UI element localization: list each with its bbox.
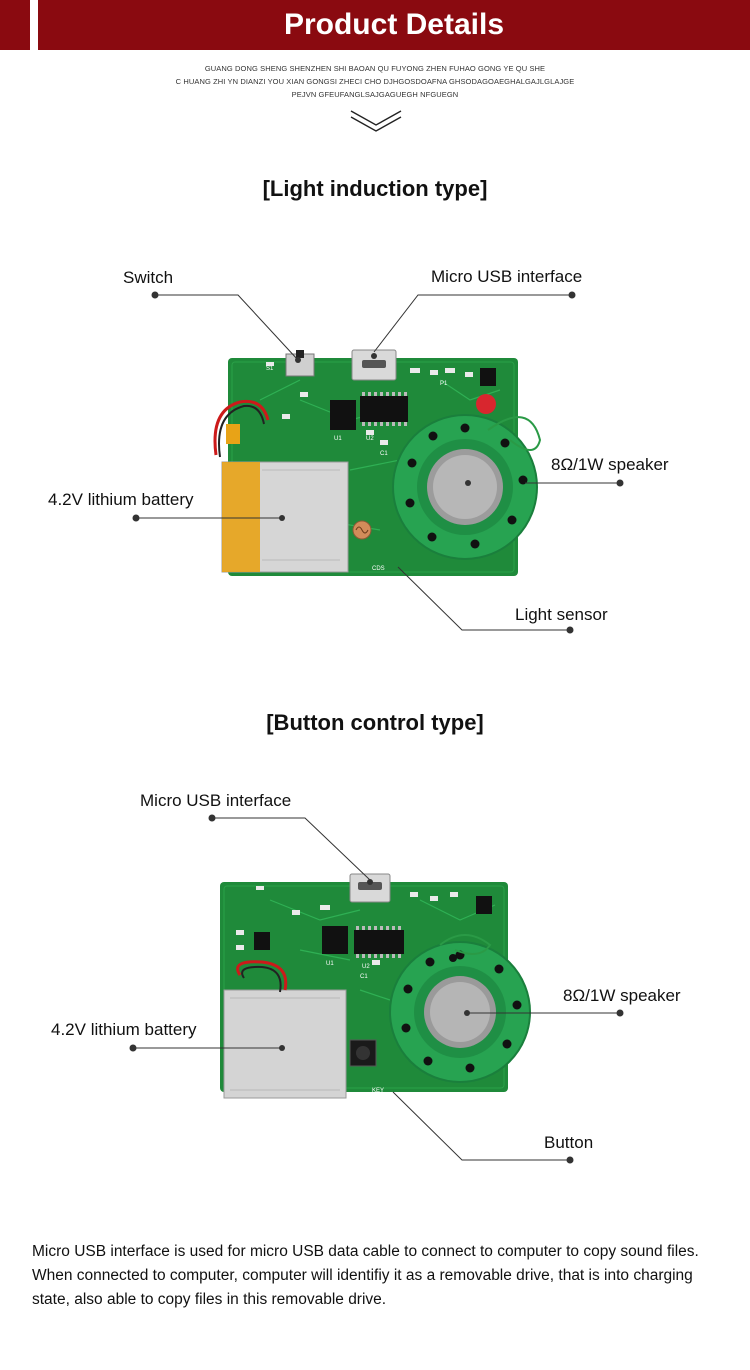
address-line-2: C HUANG ZHI YN DIANZI YOU XIAN GONGSI ZH… bbox=[175, 77, 575, 86]
board-marking-p1: P1 bbox=[440, 381, 448, 387]
board-marking-u1-b: U1 bbox=[326, 961, 334, 967]
board-marking-u2-b: U2 bbox=[362, 964, 370, 970]
battery-1 bbox=[221, 461, 349, 573]
address-line-3: PEJVN GFEUFANGLSAJGAGUEGH NFGUEGN bbox=[291, 90, 459, 99]
board-marking-key: KEY bbox=[372, 1088, 384, 1094]
speaker-1 bbox=[392, 414, 542, 560]
board-marking-cds: CDS bbox=[372, 566, 385, 572]
board-marking-c1: C1 bbox=[380, 451, 388, 457]
battery-2 bbox=[223, 989, 347, 1099]
label-speaker-2: 8Ω/1W speaker bbox=[563, 986, 681, 1005]
label-micro-usb-2: Micro USB interface bbox=[140, 791, 292, 810]
label-button: Button bbox=[544, 1133, 594, 1152]
page-title: Product Details bbox=[283, 8, 505, 41]
speaker-2 bbox=[389, 934, 531, 1083]
board-marking-c1-b: C1 bbox=[360, 974, 368, 980]
section-title-button-control: [Button control type] bbox=[266, 710, 484, 735]
board-marking-s1: S1 bbox=[266, 366, 274, 372]
section-title-light-induction: [Light induction type] bbox=[262, 176, 488, 201]
header-banner bbox=[38, 0, 750, 50]
label-speaker-1: 8Ω/1W speaker bbox=[551, 455, 669, 474]
label-battery-2: 4.2V lithium battery bbox=[51, 1020, 197, 1039]
label-switch: Switch bbox=[123, 268, 174, 287]
chevron-down-icon bbox=[350, 110, 402, 132]
label-battery-1: 4.2V lithium battery bbox=[48, 490, 194, 509]
banner-accent bbox=[0, 0, 30, 50]
label-light-sensor: Light sensor bbox=[515, 605, 608, 624]
label-micro-usb-1: Micro USB interface bbox=[431, 267, 583, 286]
board-marking-u1: U1 bbox=[334, 436, 342, 442]
address-line-1: GUANG DONG SHENG SHENZHEN SHI BAOAN QU F… bbox=[204, 64, 546, 73]
usb-description: Micro USB interface is used for micro US… bbox=[32, 1243, 699, 1308]
board-marking-u2: U2 bbox=[366, 436, 374, 442]
